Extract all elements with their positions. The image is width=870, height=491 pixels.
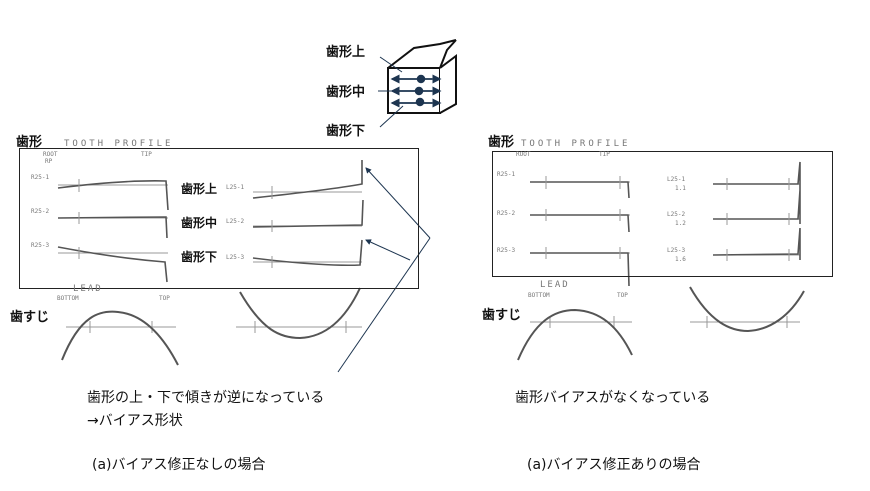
left-row-label-top: 歯形上 xyxy=(181,182,218,196)
left-profile-label: 歯形 xyxy=(16,135,43,150)
right-top-label: TOP xyxy=(617,292,628,299)
right-profile-traces xyxy=(530,161,801,287)
right-l-row-2: L25-2 xyxy=(667,211,686,218)
right-note: 歯形バイアスがなくなっている xyxy=(515,390,711,406)
right-l-row-3: L25-3 xyxy=(667,247,686,254)
left-top-label: TOP xyxy=(159,295,170,302)
left-lead-title: LEAD xyxy=(73,284,103,294)
left-r-row-1: R25-1 xyxy=(31,174,50,181)
left-bottom-label: BOTTOM xyxy=(57,295,79,302)
left-row-label-mid: 歯形中 xyxy=(181,216,218,230)
right-profile-panel xyxy=(492,151,833,277)
right-profile-label: 歯形 xyxy=(488,135,515,150)
left-caption: (a)バイアス修正なしの場合 xyxy=(92,457,266,473)
left-r-row-3: R25-3 xyxy=(31,242,50,249)
right-l-sub-1: 1.1 xyxy=(675,185,686,192)
left-lead-label: 歯すじ xyxy=(10,310,50,325)
left-profile-traces xyxy=(57,160,364,283)
tooth-mid-label: 歯形中 xyxy=(326,85,366,100)
right-r-row-2: R25-2 xyxy=(497,210,516,217)
right-l-sub-3: 1.6 xyxy=(675,256,686,263)
left-l-row-2: L25-2 xyxy=(226,218,245,225)
left-l-row-1: L25-1 xyxy=(226,184,245,191)
left-row-label-bottom: 歯形下 xyxy=(181,250,218,264)
right-tip-label: TIP xyxy=(599,151,610,158)
left-tip-label: TIP xyxy=(141,151,152,158)
left-tooth-profile-title: TOOTH PROFILE xyxy=(64,139,174,149)
left-rp-label: RP xyxy=(45,158,53,165)
tooth-top-label: 歯形上 xyxy=(326,45,366,60)
right-tooth-profile-title: TOOTH PROFILE xyxy=(521,139,631,149)
left-note-line-1: 歯形の上・下で傾きが逆になっている xyxy=(87,390,325,406)
left-note-line-2: →バイアス形状 xyxy=(87,413,183,429)
tooth-schematic-arrows xyxy=(378,56,442,128)
right-r-row-1: R25-1 xyxy=(497,171,516,178)
right-root-label: ROOT xyxy=(516,151,531,158)
right-bottom-label: BOTTOM xyxy=(528,292,550,299)
right-lead-title: LEAD xyxy=(540,280,570,290)
left-root-label: ROOT xyxy=(43,151,58,158)
right-l-row-1: L25-1 xyxy=(667,176,686,183)
left-profile-panel xyxy=(19,148,419,289)
left-note-leader xyxy=(337,167,431,373)
tooth-bottom-label: 歯形下 xyxy=(326,124,366,139)
right-caption: (a)バイアス修正ありの場合 xyxy=(527,457,701,473)
right-l-sub-2: 1.2 xyxy=(675,220,686,227)
right-r-row-3: R25-3 xyxy=(497,247,516,254)
left-lead-curves xyxy=(61,287,362,366)
left-l-row-3: L25-3 xyxy=(226,254,245,261)
left-r-row-2: R25-2 xyxy=(31,208,50,215)
right-lead-label: 歯すじ xyxy=(482,308,522,323)
right-lead-curves xyxy=(517,286,805,361)
